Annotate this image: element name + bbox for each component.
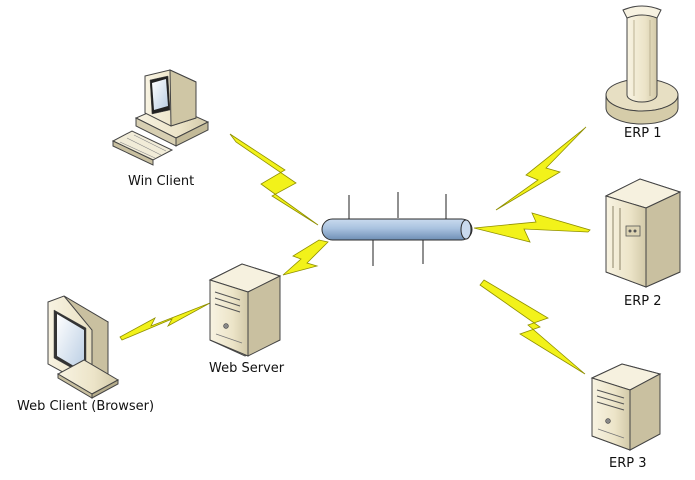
win-client-label: Win Client [128, 174, 195, 189]
erp3-tower[interactable] [590, 363, 662, 451]
web-client-monitor[interactable] [47, 295, 120, 399]
erp1-label: ERP 1 [624, 126, 662, 141]
link-web-client [119, 302, 211, 341]
web-client-label: Web Client (Browser) [17, 399, 155, 414]
erp2-label: ERP 2 [624, 294, 662, 309]
network-backbone [321, 192, 473, 266]
lightning-bolt-icon [479, 279, 586, 375]
erp1-mainframe[interactable] [605, 5, 679, 125]
lightning-bolt-icon [229, 133, 319, 226]
erp3-label: ERP 3 [609, 456, 647, 471]
web-server-tower[interactable] [208, 263, 282, 357]
link-erp3 [479, 279, 586, 375]
win-client-computer[interactable] [111, 69, 210, 166]
erp2-cabinet[interactable] [604, 178, 682, 288]
lightning-bolt-icon [473, 212, 591, 243]
link-win-client [229, 133, 319, 226]
link-erp2 [473, 212, 591, 243]
lightning-bolt-icon [282, 239, 329, 276]
network-backbone-icon [321, 218, 473, 241]
lightning-bolt-icon [119, 302, 211, 341]
web-server-label: Web Server [209, 361, 285, 376]
lightning-bolt-icon [495, 126, 587, 211]
link-web-server [282, 239, 329, 276]
link-erp1 [495, 126, 587, 211]
